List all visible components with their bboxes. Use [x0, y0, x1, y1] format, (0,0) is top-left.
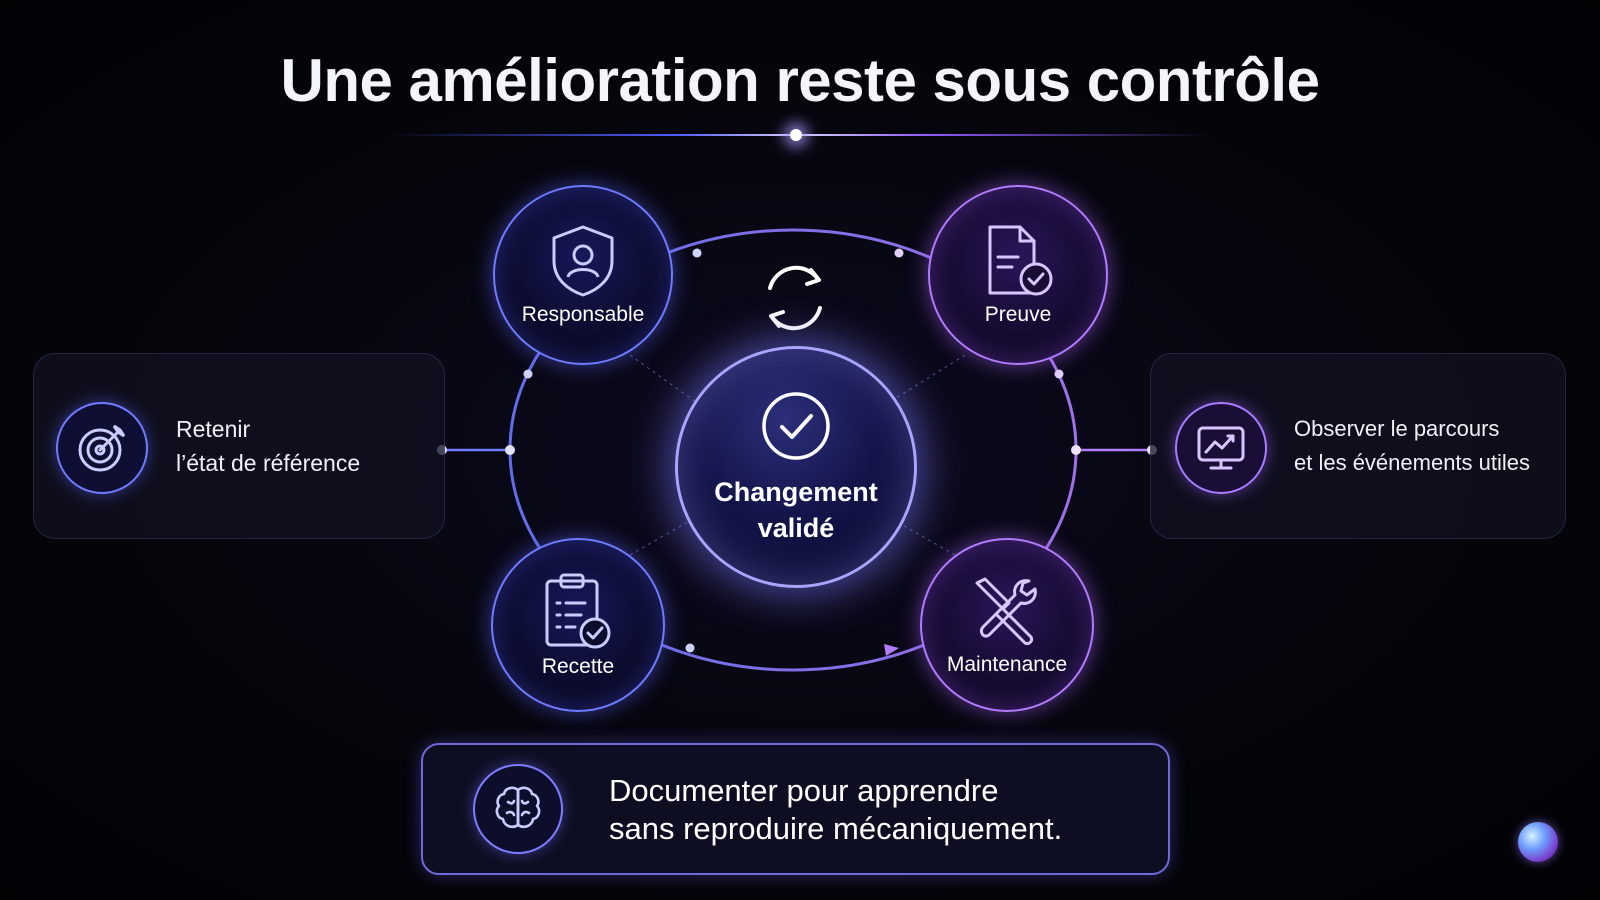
spoke-preuve: [884, 354, 966, 406]
card-documenter-text: Documenter pour apprendre sans reproduir…: [609, 772, 1062, 848]
card-documenter: Documenter pour apprendre sans reproduir…: [421, 743, 1170, 875]
spoke-responsable: [629, 354, 701, 406]
page-title: Une amélioration reste sous contrôle: [280, 47, 1320, 114]
card-etat-reference-line2: l’état de référence: [176, 450, 361, 476]
card-observer-parcours-line1: Observer le parcours: [1294, 416, 1500, 441]
dot-ring-left: [505, 445, 515, 455]
ring-arrowhead: [884, 644, 899, 656]
dot-ring-right: [1071, 445, 1081, 455]
card-observer-parcours-line2: et les événements utiles: [1294, 450, 1531, 475]
dot-ring-left-upper: [523, 369, 533, 379]
dot-ring-bottom: [685, 643, 695, 653]
card-observer-parcours-text: Observer le parcours et les événements u…: [1294, 412, 1530, 480]
check-circle-icon: [759, 389, 833, 468]
card-documenter-line1: Documenter pour apprendre: [609, 773, 999, 808]
tools-icon: [969, 573, 1045, 649]
document-check-icon: [980, 223, 1056, 299]
node-responsable-label: Responsable: [521, 303, 645, 326]
title-glow-dot: [790, 129, 802, 141]
card-etat-reference-line1: Retenir: [176, 416, 251, 442]
node-preuve-label: Preuve: [984, 303, 1052, 326]
target-icon: [56, 402, 148, 494]
brand-logo-icon: [1518, 822, 1558, 862]
card-etat-reference: Retenir l’état de référence: [33, 353, 445, 539]
shield-user-icon: [548, 223, 618, 299]
node-recette-label: Recette: [541, 655, 615, 678]
node-recette: Recette: [491, 538, 665, 712]
center-node: Changement validé: [675, 346, 917, 588]
node-responsable: Responsable: [493, 185, 673, 365]
node-maintenance: Maintenance: [920, 538, 1094, 712]
card-etat-reference-text: Retenir l’état de référence: [176, 412, 360, 480]
monitor-chart-icon: [1175, 402, 1267, 494]
dot-ring-top-left: [692, 248, 702, 258]
dot-ring-right-upper: [1054, 369, 1064, 379]
node-preuve: Preuve: [928, 185, 1108, 365]
dot-ring-top-right: [894, 248, 904, 258]
refresh-cycle-icon: [768, 265, 822, 331]
card-documenter-line2: sans reproduire mécaniquement.: [609, 811, 1063, 846]
node-maintenance-label: Maintenance: [946, 653, 1068, 676]
clipboard-check-icon: [541, 571, 615, 651]
center-label: Changement validé: [714, 476, 878, 543]
brain-icon: [473, 764, 563, 854]
card-observer-parcours: Observer le parcours et les événements u…: [1150, 353, 1566, 539]
